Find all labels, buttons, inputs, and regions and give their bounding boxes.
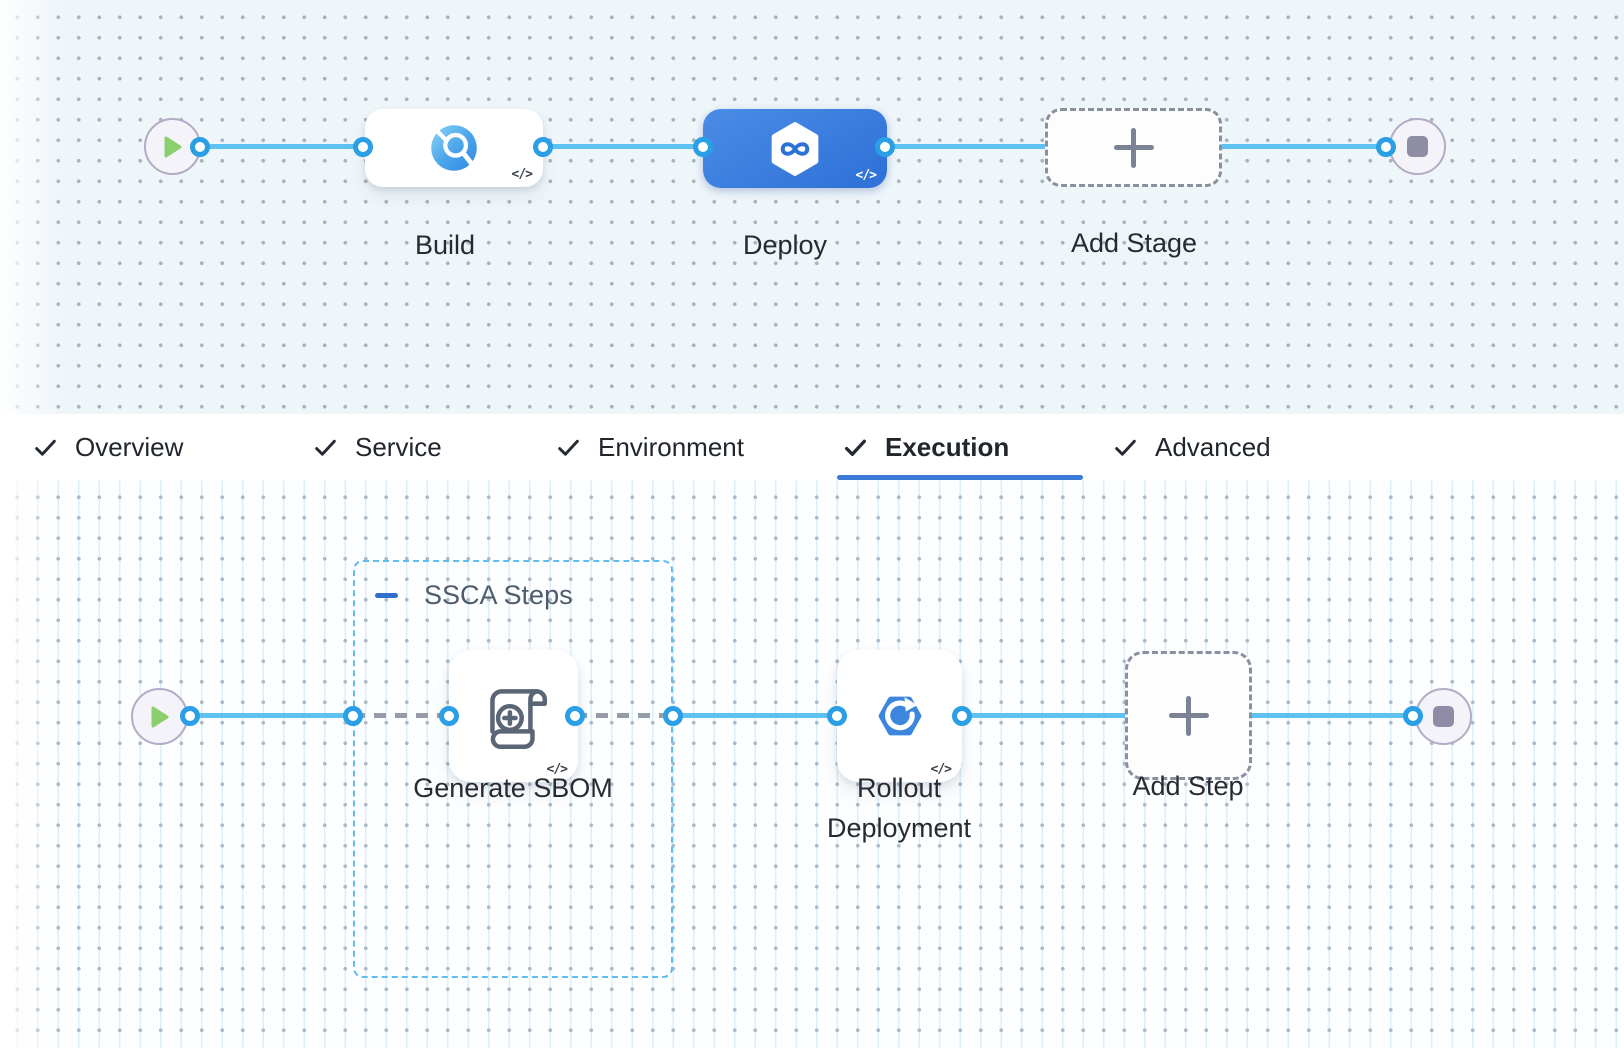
play-icon [163, 135, 183, 159]
tab-label: Service [355, 431, 442, 462]
code-icon: </> [930, 762, 953, 777]
connector-port[interactable] [663, 706, 683, 726]
step-node-rollout-deployment[interactable]: </> [837, 650, 962, 782]
code-icon: </> [855, 168, 878, 183]
connector-port[interactable] [180, 706, 200, 726]
step-label-rollout-deployment: Rollout Deployment [827, 768, 971, 848]
tab-label: Advanced [1155, 431, 1271, 462]
stop-icon [1407, 136, 1428, 157]
plus-icon [1168, 695, 1209, 736]
connector-port[interactable] [533, 137, 553, 157]
sbom-scroll-icon [475, 677, 553, 755]
code-icon: </> [546, 762, 569, 777]
tab-environment[interactable]: Environment [556, 414, 744, 480]
tab-execution[interactable]: Execution [836, 414, 1084, 480]
play-icon [150, 705, 170, 729]
stop-icon [1433, 706, 1454, 727]
connector-line-dashed [353, 713, 449, 718]
stage-label-deploy: Deploy [742, 230, 828, 260]
plus-icon [1113, 127, 1154, 168]
connector-port[interactable] [439, 706, 459, 726]
step-node-generate-sbom[interactable]: </> [449, 650, 578, 782]
pipeline-end-node [1389, 118, 1446, 175]
tab-advanced[interactable]: Advanced [1113, 414, 1271, 480]
step-group-title: SSCA Steps [424, 580, 573, 610]
check-icon [556, 435, 581, 460]
step-label-line: Rollout [856, 773, 942, 803]
step-group-ssca[interactable] [353, 560, 673, 978]
check-icon [1113, 435, 1138, 460]
connector-line-dashed [575, 713, 673, 718]
collapse-minus-icon[interactable] [375, 592, 398, 598]
connector-port[interactable] [565, 706, 585, 726]
tab-label: Overview [75, 431, 184, 462]
stage-label-build: Build [414, 230, 476, 260]
connector-port[interactable] [693, 137, 713, 157]
connector-port[interactable] [190, 137, 210, 157]
check-icon [33, 435, 58, 460]
step-label-line: Deployment [826, 813, 972, 843]
execution-end-node [1415, 688, 1472, 745]
connector-port[interactable] [343, 706, 363, 726]
connector-port[interactable] [1403, 706, 1423, 726]
tab-label: Execution [885, 431, 1010, 462]
execution-canvas[interactable]: SSCA Steps </> [0, 480, 1624, 1048]
connector-line [190, 713, 353, 718]
ci-build-icon [428, 122, 480, 174]
rollout-restart-icon [869, 685, 931, 747]
step-label-add-step: Add Step [1132, 771, 1244, 801]
tab-service[interactable]: Service [313, 414, 442, 480]
pipeline-start-node [144, 118, 201, 175]
stage-pipeline-canvas[interactable]: </> </> Build Deploy Add Stage [0, 0, 1624, 414]
connector-port[interactable] [353, 137, 373, 157]
stage-node-deploy[interactable]: </> [703, 109, 887, 188]
connector-port[interactable] [1376, 137, 1396, 157]
check-icon [843, 435, 868, 460]
stage-node-build[interactable]: </> [365, 109, 543, 187]
add-stage-button[interactable] [1045, 108, 1222, 187]
check-icon [313, 435, 338, 460]
connector-port[interactable] [875, 137, 895, 157]
stage-config-tabbar: Overview Service Environment Execution A… [0, 414, 1624, 480]
connector-port[interactable] [952, 706, 972, 726]
execution-start-node [131, 688, 188, 745]
tab-overview[interactable]: Overview [33, 414, 183, 480]
stage-label-add-stage: Add Stage [1070, 228, 1198, 258]
code-icon: </> [511, 167, 534, 182]
tab-label: Environment [598, 431, 744, 462]
add-step-button[interactable] [1125, 651, 1252, 780]
connector-line [673, 713, 1413, 718]
cd-deploy-icon [767, 121, 823, 177]
connector-port[interactable] [827, 706, 847, 726]
step-label-generate-sbom: Generate SBOM [413, 773, 613, 803]
step-group-header: SSCA Steps [375, 579, 573, 611]
